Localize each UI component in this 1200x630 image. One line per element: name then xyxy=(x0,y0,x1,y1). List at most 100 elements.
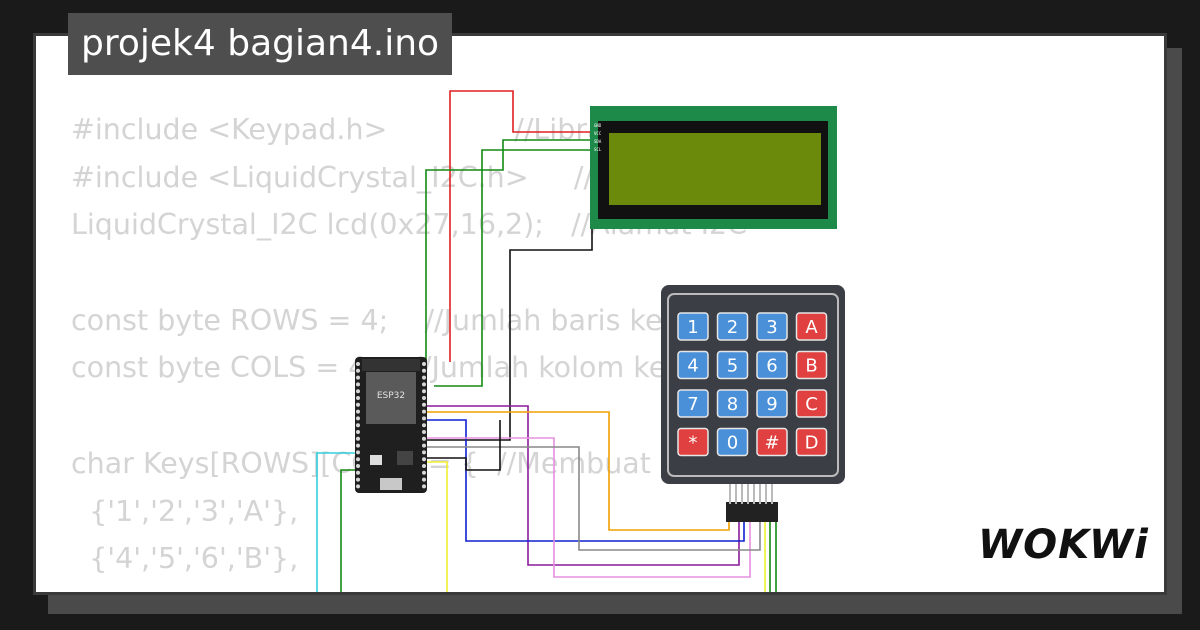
esp32-pin[interactable] xyxy=(422,389,426,394)
key-label: 3 xyxy=(766,317,777,338)
keypad-pin[interactable] xyxy=(741,484,743,504)
keypad-pin[interactable] xyxy=(771,484,773,504)
esp32-pin-headers xyxy=(356,362,426,489)
wire-red[interactable] xyxy=(449,90,592,362)
wire-blue[interactable] xyxy=(424,419,745,542)
key-D[interactable]: D xyxy=(795,427,828,457)
esp32-pin[interactable] xyxy=(422,430,426,434)
esp32-pin[interactable] xyxy=(422,477,426,482)
key-label: D xyxy=(805,433,819,454)
project-title: projek4 bagian4.ino xyxy=(68,13,453,75)
key-C[interactable]: C xyxy=(795,389,828,418)
wire-green-2[interactable] xyxy=(434,149,592,387)
key-3[interactable]: 3 xyxy=(756,312,788,341)
key-8[interactable]: 8 xyxy=(716,389,749,418)
esp32-pin[interactable] xyxy=(422,470,426,475)
esp32-pin[interactable] xyxy=(356,409,360,414)
keypad-pin-header xyxy=(729,484,773,504)
esp32-pin[interactable] xyxy=(356,423,360,428)
esp32-pin[interactable] xyxy=(422,443,426,448)
wire-cyan[interactable] xyxy=(316,452,362,600)
code-line: {'1','2','3','A'}, xyxy=(71,494,299,528)
esp32-pin[interactable] xyxy=(422,375,426,380)
keypad-pin[interactable] xyxy=(729,484,731,504)
key-A[interactable]: A xyxy=(795,312,828,341)
esp32-pin[interactable] xyxy=(422,484,426,489)
esp32-pin[interactable] xyxy=(356,477,360,482)
key-B[interactable]: B xyxy=(795,350,828,380)
esp32-pin[interactable] xyxy=(422,409,426,414)
keypad-pin[interactable] xyxy=(753,484,755,504)
wire-orange[interactable] xyxy=(424,411,730,531)
esp32-pin[interactable] xyxy=(356,443,360,448)
key-#[interactable]: # xyxy=(756,427,788,457)
esp32-pin[interactable] xyxy=(422,450,426,455)
wire-pink[interactable] xyxy=(424,437,751,578)
esp32-pin[interactable] xyxy=(356,368,360,373)
esp32-pin[interactable] xyxy=(356,389,360,394)
esp32-pin[interactable] xyxy=(356,464,360,468)
code-line: {'7','8','9','C'} xyxy=(71,583,847,592)
esp32-pin[interactable] xyxy=(356,416,360,421)
lcd-pin-sda: SDA xyxy=(594,139,602,144)
esp32-pin[interactable] xyxy=(356,362,360,366)
esp32-pin[interactable] xyxy=(422,396,426,400)
esp32-pin[interactable] xyxy=(356,484,360,489)
key-0[interactable]: 0 xyxy=(716,427,749,457)
esp32-pin[interactable] xyxy=(356,470,360,475)
code-line: const byte COLS = 4; //Jumlah kolom keyp… xyxy=(71,351,737,385)
esp32-pin[interactable] xyxy=(422,457,426,462)
key-label: B xyxy=(805,356,817,377)
esp32-pin[interactable] xyxy=(356,396,360,400)
wire-gray[interactable] xyxy=(424,446,761,551)
wire-black-2[interactable] xyxy=(424,420,501,471)
keypad-pin[interactable] xyxy=(765,484,767,504)
key-9[interactable]: 9 xyxy=(756,389,788,418)
key-label: # xyxy=(764,433,779,454)
wokwi-logo: WOKWi xyxy=(978,522,1149,568)
keypad-pin[interactable] xyxy=(747,484,749,504)
esp32-pin[interactable] xyxy=(356,450,360,455)
key-label: 2 xyxy=(727,317,738,338)
key-label: C xyxy=(805,394,818,415)
key-7[interactable]: 7 xyxy=(677,389,709,418)
esp32-board[interactable]: ESP32 xyxy=(355,357,427,493)
key-5[interactable]: 5 xyxy=(716,350,749,380)
esp32-pin[interactable] xyxy=(356,436,360,441)
esp32-pin[interactable] xyxy=(356,375,360,380)
esp32-pin[interactable] xyxy=(356,382,360,387)
esp32-pin[interactable] xyxy=(422,423,426,428)
esp32-pin[interactable] xyxy=(422,402,426,407)
key-*[interactable]: * xyxy=(677,427,709,457)
esp32-pin[interactable] xyxy=(422,436,426,441)
esp32-pin[interactable] xyxy=(422,382,426,387)
keypad-pin[interactable] xyxy=(759,484,761,504)
esp32-pin[interactable] xyxy=(356,457,360,462)
lcd-pin-labels: GND VCC SDA SCL xyxy=(594,123,602,152)
key-6[interactable]: 6 xyxy=(756,350,788,380)
wire-green[interactable] xyxy=(425,139,592,372)
key-label: 7 xyxy=(687,394,698,415)
esp32-pin[interactable] xyxy=(356,402,360,407)
code-background: #include <Keypad.h> //Library Keypad#inc… xyxy=(71,106,847,592)
esp32-pin[interactable] xyxy=(422,368,426,373)
key-1[interactable]: 1 xyxy=(677,312,709,341)
esp32-pin[interactable] xyxy=(422,464,426,468)
wire-yellow[interactable] xyxy=(424,461,448,600)
esp32-pin[interactable] xyxy=(422,362,426,366)
lcd-display[interactable]: GND VCC SDA SCL xyxy=(590,106,837,229)
key-4[interactable]: 4 xyxy=(677,350,709,380)
lcd-pin-gnd: GND xyxy=(594,123,602,128)
key-label: 9 xyxy=(766,394,777,415)
keypad-pin[interactable] xyxy=(735,484,737,504)
esp32-pin[interactable] xyxy=(356,430,360,434)
key-label: 1 xyxy=(687,317,698,338)
esp32-pin[interactable] xyxy=(422,416,426,421)
key-label: 6 xyxy=(766,356,777,377)
key-label: * xyxy=(689,433,698,454)
key-2[interactable]: 2 xyxy=(716,312,749,341)
key-label: A xyxy=(805,317,818,338)
esp32-label: ESP32 xyxy=(377,391,405,401)
